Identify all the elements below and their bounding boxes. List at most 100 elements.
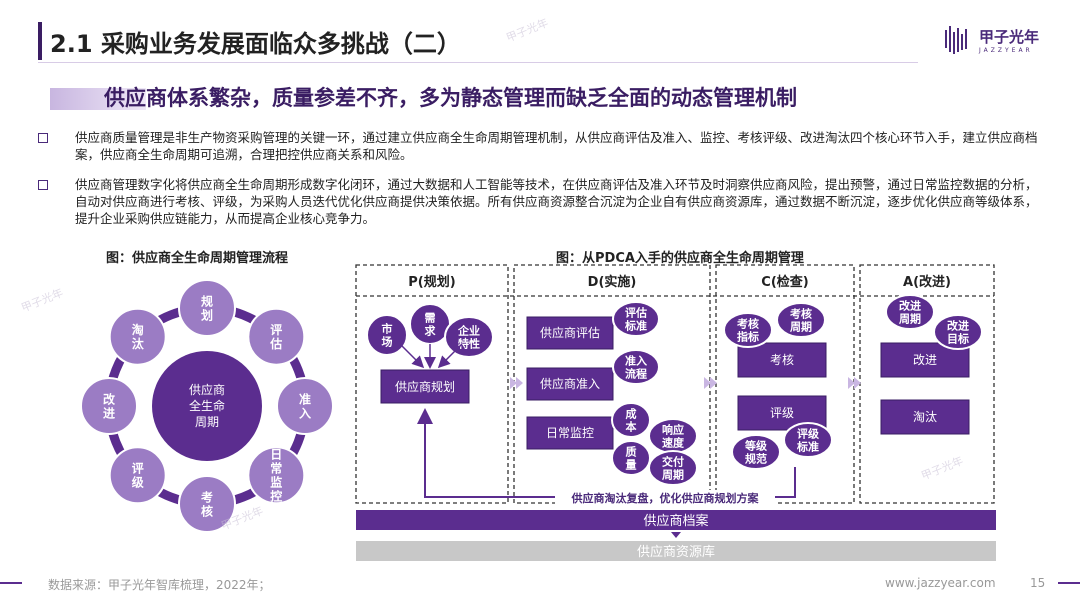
pdca-bubble-label: 量	[626, 458, 637, 471]
pdca-bubble-label: 流程	[625, 366, 647, 380]
pdca-bubble-label: 特性	[458, 336, 480, 350]
chevron-icons	[510, 377, 861, 389]
lifecycle-node-label: 监	[270, 475, 282, 490]
pdca-bubble-label: 速度	[662, 435, 685, 449]
brand-logo: 甲子光年 JAZZYEAR	[945, 24, 1055, 64]
column-p-label: P(规划)	[408, 274, 455, 290]
pdca-bubble-label: 市	[382, 321, 393, 335]
footer-accent-right	[1058, 582, 1080, 584]
pdca-bubble-label: 目标	[947, 331, 969, 345]
pdca-bubble-label: 求	[425, 323, 437, 337]
column-a-frame	[859, 264, 995, 504]
lifecycle-node: 考核	[178, 475, 236, 533]
pdca-box-label: 评级	[770, 406, 794, 420]
center-line-3: 周期	[195, 415, 219, 429]
lifecycle-node: 评级	[108, 446, 167, 505]
lifecycle-node: 淘汰	[108, 307, 167, 366]
lifecycle-node: 改进	[80, 377, 138, 435]
pdca-bubble-label: 周期	[790, 319, 812, 333]
lifecycle-node: 评估	[247, 307, 306, 366]
pdca-bubble-label: 企业	[457, 323, 480, 337]
page-number: 15	[1030, 576, 1046, 590]
footer-source: 数据来源：甲子光年智库梳理，2022年；	[48, 578, 271, 592]
lifecycle-node-label: 核	[201, 503, 213, 518]
title-divider	[38, 62, 918, 63]
lifecycle-node-label: 准	[299, 391, 311, 406]
pdca-bubble-label: 成	[626, 406, 637, 420]
lifecycle-node-label: 日	[270, 448, 282, 462]
center-line-1: 供应商	[189, 382, 225, 397]
watermark: 甲子光年	[504, 16, 551, 45]
bullet-square-icon	[38, 180, 48, 190]
resource-bar	[356, 541, 996, 561]
column-a-label: A(改进)	[903, 274, 951, 290]
pdca-box-label: 供应商准入	[540, 376, 600, 391]
pdca-box-label: 淘汰	[913, 410, 937, 424]
p-box	[380, 369, 470, 404]
lifecycle-node-label: 规	[201, 293, 213, 308]
pdca-bubble-label: 准入	[625, 353, 647, 367]
title-accent-bar	[38, 22, 42, 60]
lifecycle-node-label: 进	[103, 405, 115, 420]
column-p-frame	[355, 264, 509, 504]
pdca-box: 淘汰	[880, 399, 970, 435]
pdca-bubble-label: 周期	[899, 311, 921, 325]
pdca-box: 考核	[737, 342, 827, 378]
left-figure-title: 图：供应商全生命周期管理流程	[106, 251, 289, 266]
pdca-bubble: 成本	[611, 402, 651, 438]
logo-text: 甲子光年	[979, 28, 1040, 46]
lifecycle-node-label: 改	[103, 391, 116, 406]
archive-label: 供应商档案	[643, 513, 708, 529]
lifecycle-node: 日常监控	[247, 446, 306, 505]
pdca-bubble-label: 质	[626, 444, 637, 458]
lifecycle-node-label: 考	[201, 489, 213, 504]
resource-label: 供应商资源库	[637, 544, 715, 560]
pdca-box: 供应商准入	[526, 367, 614, 401]
lifecycle-center	[152, 351, 262, 461]
pdca-bubble: 需求	[409, 303, 451, 345]
page-title: 2.1 采购业务发展面临众多挑战（二）	[50, 30, 461, 58]
banner-gradient	[50, 88, 146, 110]
lifecycle-node-label: 汰	[132, 336, 145, 351]
pdca-box-label: 考核	[770, 353, 794, 367]
lifecycle-node: 准入	[276, 377, 334, 435]
lifecycle-node-label: 级	[132, 475, 144, 490]
archive-bar	[356, 510, 996, 530]
bullet-2: 供应商管理数字化将供应商全生命周期形成数字化闭环，通过大数据和人工智能等技术，在…	[38, 176, 1038, 227]
pdca-bubble-label: 评估	[625, 305, 647, 319]
lifecycle-node-label: 划	[201, 307, 213, 322]
subtitle-banner: 供应商体系繁杂，质量参差不齐，多为静态管理而缺乏全面的动态管理机制	[50, 82, 930, 112]
lifecycle-node-label: 估	[269, 336, 282, 351]
pdca-box: 日常监控	[526, 416, 614, 450]
footer-url[interactable]: www.jazzyear.com	[885, 576, 996, 590]
pdca-bubble-label: 考核	[790, 306, 812, 320]
bullet-square-icon	[38, 133, 48, 143]
pdca-bubble: 市场	[366, 314, 408, 356]
pdca-diagram: P(规划) D(实施) C(检查) A(改进) 市场需求企业特性 供应商规划 供…	[355, 264, 996, 561]
feedback-label: 供应商淘汰复盘，优化供应商规划方案	[571, 491, 760, 505]
pdca-bubble-label: 评级	[797, 426, 820, 440]
watermark: 甲子光年	[19, 286, 66, 315]
pdca-bubble-label: 改进	[899, 298, 921, 312]
down-arrow-icon	[671, 532, 681, 538]
pdca-bubble-label: 标准	[796, 439, 819, 453]
pdca-bubble-label: 考核	[737, 316, 759, 330]
pdca-bubble-label: 交付	[662, 454, 684, 468]
bullet-text: 供应商质量管理是非生产物资采购管理的关键一环，通过建立供应商全生命周期管理机制，…	[75, 130, 1038, 162]
pdca-bubble-label: 响应	[662, 422, 684, 436]
lifecycle-node: 规划	[178, 279, 236, 337]
logo-bars-icon	[945, 26, 967, 54]
logo-subtext: JAZZYEAR	[979, 47, 1033, 54]
bullet-text: 供应商管理数字化将供应商全生命周期形成数字化闭环，通过大数据和人工智能等技术，在…	[75, 177, 1038, 226]
